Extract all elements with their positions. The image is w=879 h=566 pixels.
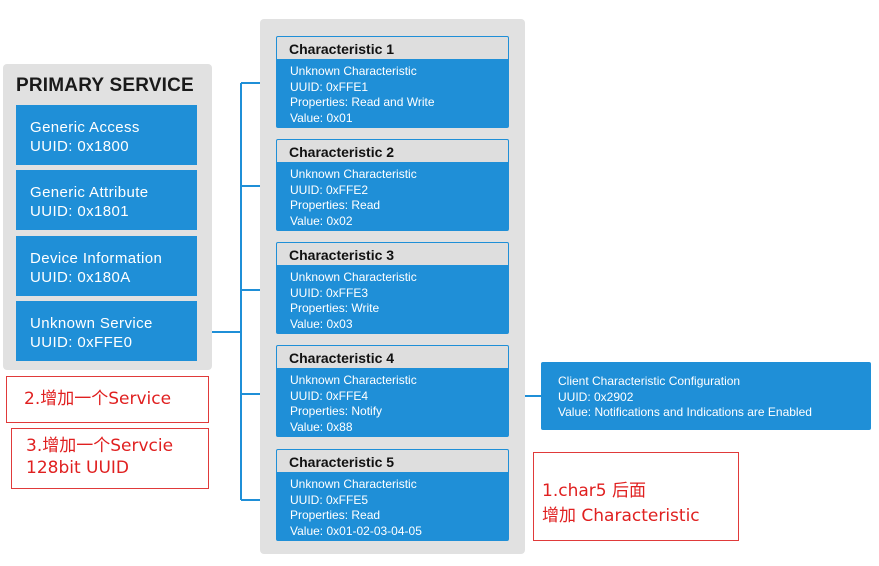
characteristic-properties: Properties: Read: [290, 198, 381, 212]
note-add-characteristic: 1.char5 后面 增加 Characteristic: [533, 452, 739, 541]
characteristic-value: Value: 0x01-02-03-04-05: [290, 523, 422, 538]
descriptor-value: Value: Notifications and Indications are…: [558, 405, 812, 419]
characteristic-type: Unknown Characteristic: [290, 373, 417, 387]
descriptor-name: Client Characteristic Configuration: [558, 374, 741, 388]
characteristic-properties: Properties: Notify: [290, 404, 383, 418]
characteristic-value: Value: 0x03: [290, 316, 353, 331]
service-unknown: Unknown Service UUID: 0xFFE0: [16, 301, 197, 361]
characteristic-uuid: UUID: 0xFFE5: [290, 492, 369, 507]
characteristic-type: Unknown Characteristic: [290, 477, 417, 491]
characteristic-4: Characteristic 4 Unknown Characteristic …: [276, 345, 509, 437]
characteristic-uuid: UUID: 0xFFE1: [290, 79, 369, 94]
service-name: Generic Access: [30, 119, 140, 136]
note-text-line1: 1.char5 后面: [542, 481, 646, 501]
characteristic-uuid: UUID: 0xFFE3: [290, 285, 369, 300]
service-generic-access: Generic Access UUID: 0x1800: [16, 105, 197, 165]
descriptor-cccd: Client Characteristic Configuration UUID…: [541, 362, 871, 430]
characteristic-type: Unknown Characteristic: [290, 270, 417, 284]
characteristic-properties: Properties: Read and Write: [290, 95, 435, 109]
service-generic-attribute: Generic Attribute UUID: 0x1801: [16, 170, 197, 230]
service-uuid: UUID: 0xFFE0: [30, 334, 133, 351]
characteristic-1: Characteristic 1 Unknown Characteristic …: [276, 36, 509, 128]
characteristic-value: Value: 0x01: [290, 110, 353, 125]
descriptor-uuid: UUID: 0x2902: [558, 389, 634, 404]
primary-service-title: PRIMARY SERVICE: [16, 75, 194, 96]
characteristic-properties: Properties: Write: [290, 301, 380, 315]
service-uuid: UUID: 0x1800: [30, 138, 130, 155]
characteristic-value: Value: 0x02: [290, 213, 353, 228]
service-uuid: UUID: 0x180A: [30, 269, 131, 286]
characteristic-title: Characteristic 4: [277, 346, 508, 369]
service-name: Device Information: [30, 250, 163, 267]
note-add-service: 2.增加一个Service: [6, 376, 209, 423]
characteristic-properties: Properties: Read: [290, 508, 381, 522]
service-name: Unknown Service: [30, 315, 153, 332]
note-text-line2: 增加 Characteristic: [542, 506, 700, 526]
note-text-line1: 3.增加一个Servcie: [26, 436, 174, 456]
note-text-line2: 128bit UUID: [26, 458, 130, 478]
characteristic-type: Unknown Characteristic: [290, 64, 417, 78]
characteristic-3: Characteristic 3 Unknown Characteristic …: [276, 242, 509, 334]
characteristic-value: Value: 0x88: [290, 419, 353, 434]
characteristic-title: Characteristic 5: [277, 450, 508, 473]
characteristic-uuid: UUID: 0xFFE2: [290, 182, 369, 197]
service-uuid: UUID: 0x1801: [30, 203, 130, 220]
service-device-information: Device Information UUID: 0x180A: [16, 236, 197, 296]
characteristic-title: Characteristic 1: [277, 37, 508, 60]
characteristic-title: Characteristic 2: [277, 140, 508, 163]
note-text: 2.增加一个Service: [24, 389, 172, 409]
characteristic-uuid: UUID: 0xFFE4: [290, 388, 369, 403]
service-name: Generic Attribute: [30, 184, 149, 201]
note-add-service-128bit: 3.增加一个Servcie 128bit UUID: [11, 428, 209, 489]
characteristic-5: Characteristic 5 Unknown Characteristic …: [276, 449, 509, 541]
characteristic-title: Characteristic 3: [277, 243, 508, 266]
characteristic-type: Unknown Characteristic: [290, 167, 417, 181]
characteristic-2: Characteristic 2 Unknown Characteristic …: [276, 139, 509, 231]
